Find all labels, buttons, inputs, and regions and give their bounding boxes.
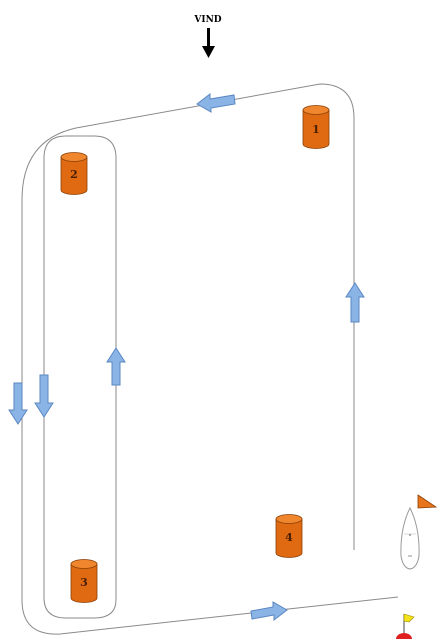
block-arrow-icon (106, 347, 126, 386)
flag-buoy-icon (396, 613, 415, 639)
outer-course-track (21, 83, 399, 635)
inner-course-track (43, 135, 117, 619)
wind-label: VIND (193, 15, 221, 25)
buoy-label: 2 (70, 168, 78, 181)
buoy-mark-2: 2 (60, 152, 88, 195)
flag-icon (417, 494, 438, 509)
buoy-label: 3 (80, 576, 88, 589)
buoy-label: 1 (312, 123, 320, 136)
buoy-mark-1: 1 (302, 105, 330, 149)
buoy-mark-3: 3 (70, 559, 98, 603)
wind-arrow-icon (202, 28, 215, 58)
committee-boat (400, 494, 438, 570)
block-arrow-icon (196, 92, 236, 113)
block-arrow-icon (250, 601, 288, 622)
boat-icon (400, 506, 420, 570)
block-arrow-icon (345, 282, 365, 323)
buoy-mark-4: 4 (275, 514, 303, 558)
buoy-label: 4 (285, 531, 293, 544)
pin-end-mark (396, 613, 415, 639)
block-arrow-icon (8, 382, 28, 425)
wind-indicator: VIND (193, 15, 222, 58)
block-arrow-icon (34, 374, 54, 418)
